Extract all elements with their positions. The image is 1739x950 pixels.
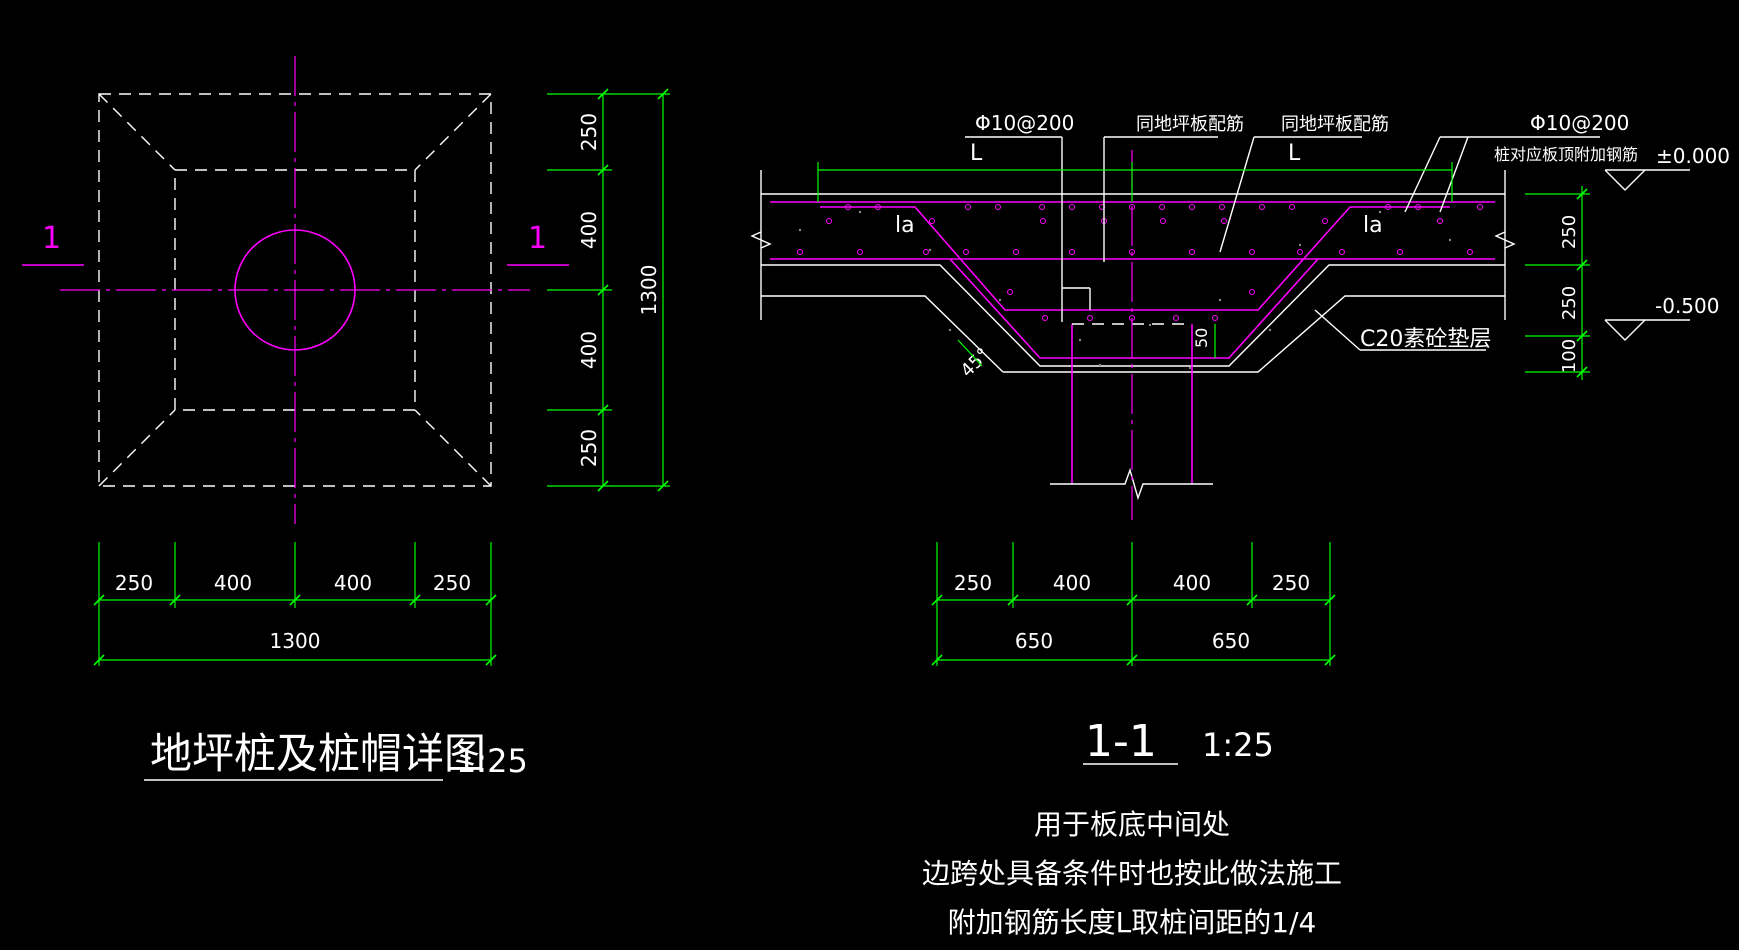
elevation-marks: ±0.000 -0.500 [1604,144,1730,341]
plan-dim-right-2: 400 [577,211,601,249]
label-rebar-right: Φ10@200 [1530,111,1629,135]
pile-circle [234,229,356,351]
plan-view: 1 1 250 400 400 250 1300 [22,56,670,781]
label-slab-rebar-2: 同地坪板配筋 [1281,114,1389,135]
cushion-top-right [1003,295,1505,373]
section-dim-bottom-3: 400 [1173,571,1211,595]
section-right-dimensions: 250 250 100 [1525,186,1590,380]
section-view: Φ10@200 L 同地坪板配筋 同地坪板配筋 L Φ10@200 桩对应板顶附… [750,111,1730,767]
plan-dim-bottom-2: 400 [214,571,252,595]
section-dim-total-1: 650 [1015,629,1053,653]
plan-dim-right-1: 250 [577,113,601,151]
note-line-3: 附加钢筋长度L取桩间距的1/4 [948,906,1317,939]
notes: 用于板底中间处 边跨处具备条件时也按此做法施工 附加钢筋长度L取桩间距的1/4 [922,808,1342,939]
plan-title: 地坪桩及桩帽详图 [150,729,486,778]
rebar-dots [797,204,1483,321]
section-labels: Φ10@200 L 同地坪板配筋 同地坪板配筋 L Φ10@200 桩对应板顶附… [817,111,1638,382]
section-dim-bottom-4: 250 [1272,571,1310,595]
label-la-right: la [1363,213,1383,238]
section-dim-bottom-1: 250 [954,571,992,595]
cushion-top-left [761,295,1004,373]
label-cushion: C20素砼垫层 [1360,327,1491,352]
plan-dim-right-3: 400 [577,331,601,369]
section-mark-right: 1 [528,221,547,256]
label-L-left: L [970,141,983,166]
plan-dim-bottom-total: 1300 [270,629,321,653]
section-mark-left: 1 [42,221,61,256]
plan-scale: 1:25 [456,742,528,780]
section-dim-right-2: 250 [1559,286,1580,320]
concrete-hatch [798,210,1452,370]
label-slab-rebar-1: 同地坪板配筋 [1136,114,1244,135]
label-extra-rebar: 桩对应板顶附加钢筋 [1494,145,1638,164]
plan-bottom-dimensions: 250 400 400 250 1300 [93,542,497,666]
label-la-left: la [895,213,915,238]
elev-bottom: -0.500 [1655,294,1719,318]
extra-rebar-bent [820,206,1450,311]
section-dim-right-3: 100 [1559,339,1580,373]
plan-dim-bottom-1: 250 [115,571,153,595]
cap-bottom-rebar [949,258,1319,359]
section-bottom-dimensions: 250 400 400 250 650 650 [931,542,1336,666]
plan-dim-right-4: 250 [577,429,601,467]
note-line-2: 边跨处具备条件时也按此做法施工 [922,857,1342,890]
section-dim-total-2: 650 [1212,629,1250,653]
pile-break-line [1050,467,1213,501]
angle-arc [957,339,983,367]
label-L-mid: L [1288,141,1301,166]
plan-dim-bottom-3: 400 [334,571,372,595]
plan-dim-bottom-4: 250 [433,571,471,595]
plan-dim-right-total: 1300 [637,265,661,316]
section-title: 1-1 [1085,716,1157,767]
section-dim-right-1: 250 [1559,215,1580,249]
slab-bottom-line [761,264,1505,367]
section-dim-bottom-2: 400 [1053,571,1091,595]
note-line-1: 用于板底中间处 [1034,808,1230,841]
label-angle: 45° [957,344,994,381]
label-rebar-left: Φ10@200 [975,111,1074,135]
plan-right-dimensions: 250 400 400 250 1300 [547,88,670,492]
section-scale: 1:25 [1202,726,1274,764]
label-50: 50 [1192,328,1211,348]
elev-top: ±0.000 [1656,144,1730,168]
